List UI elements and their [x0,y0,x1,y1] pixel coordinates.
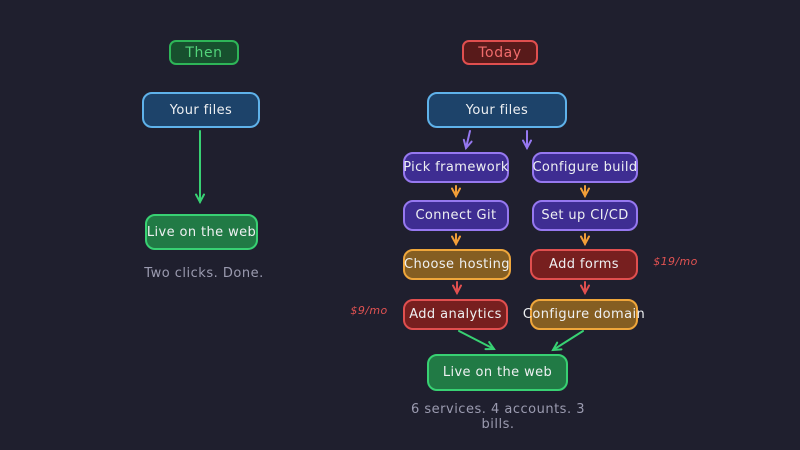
then-caption: Two clicks. Done. [144,266,264,281]
arrow-analytics-to-live [458,330,496,351]
today-your-files-node: Your files [427,92,567,128]
today-badge: Today [462,40,538,65]
then-live-node: Live on the web [145,214,258,250]
node-connect-git: Connect Git [403,200,509,231]
arrow-files-to-framework [462,130,473,151]
annotation-analytics-cost: $9/mo [350,304,388,317]
arrow-domain-to-live [551,330,584,352]
node-configure-domain: Configure domain [523,299,645,330]
node-choose-hosting: Choose hosting [403,249,511,280]
node-configure-build: Configure build [532,152,638,183]
node-add-analytics: Add analytics [403,299,508,330]
node-set-up-cicd: Set up CI/CD [532,200,638,231]
node-pick-framework: Pick framework [403,152,509,183]
today-live-node: Live on the web [427,354,568,391]
then-your-files-node: Your files [142,92,260,128]
today-caption: 6 services. 4 accounts. 3 bills. [410,402,585,432]
node-add-forms: Add forms [530,249,638,280]
then-badge: Then [169,40,239,65]
annotation-forms-cost: $19/mo [653,255,698,268]
